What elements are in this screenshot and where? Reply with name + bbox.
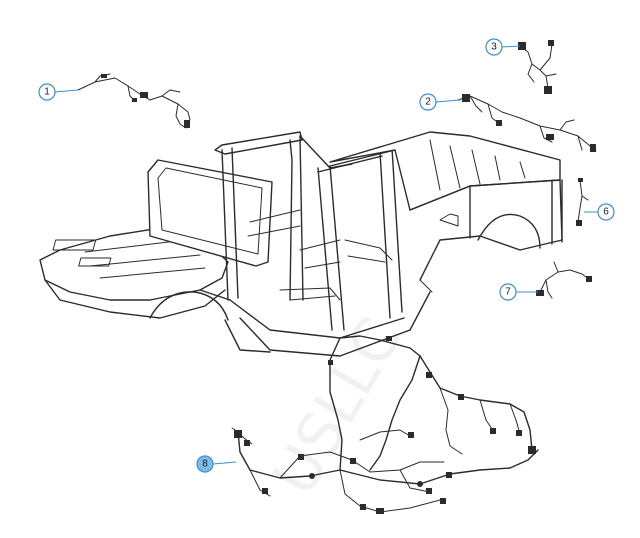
- harness-8: [231, 335, 539, 514]
- harness-3: [518, 40, 557, 94]
- svg-text:3: 3: [491, 42, 497, 53]
- svg-text:2: 2: [425, 97, 431, 108]
- callout-2[interactable]: 2: [419, 93, 461, 111]
- harness-2: [457, 94, 597, 152]
- harness-1: [77, 73, 191, 129]
- callout-6[interactable]: 6: [584, 203, 615, 221]
- svg-text:1: 1: [44, 87, 50, 98]
- harness-7: [536, 261, 592, 299]
- windshield-frame: [147, 159, 273, 267]
- vehicle-body: [39, 131, 563, 357]
- svg-text:8: 8: [202, 459, 208, 470]
- svg-text:6: 6: [603, 207, 609, 218]
- harness-6: [576, 178, 589, 226]
- callout-7[interactable]: 7: [499, 283, 538, 301]
- svg-text:7: 7: [505, 287, 511, 298]
- bed: [329, 131, 561, 211]
- callout-1[interactable]: 1: [38, 83, 79, 101]
- callout-3[interactable]: 3: [485, 38, 521, 56]
- callout-8[interactable]: 8: [196, 455, 237, 473]
- hood: [39, 227, 229, 301]
